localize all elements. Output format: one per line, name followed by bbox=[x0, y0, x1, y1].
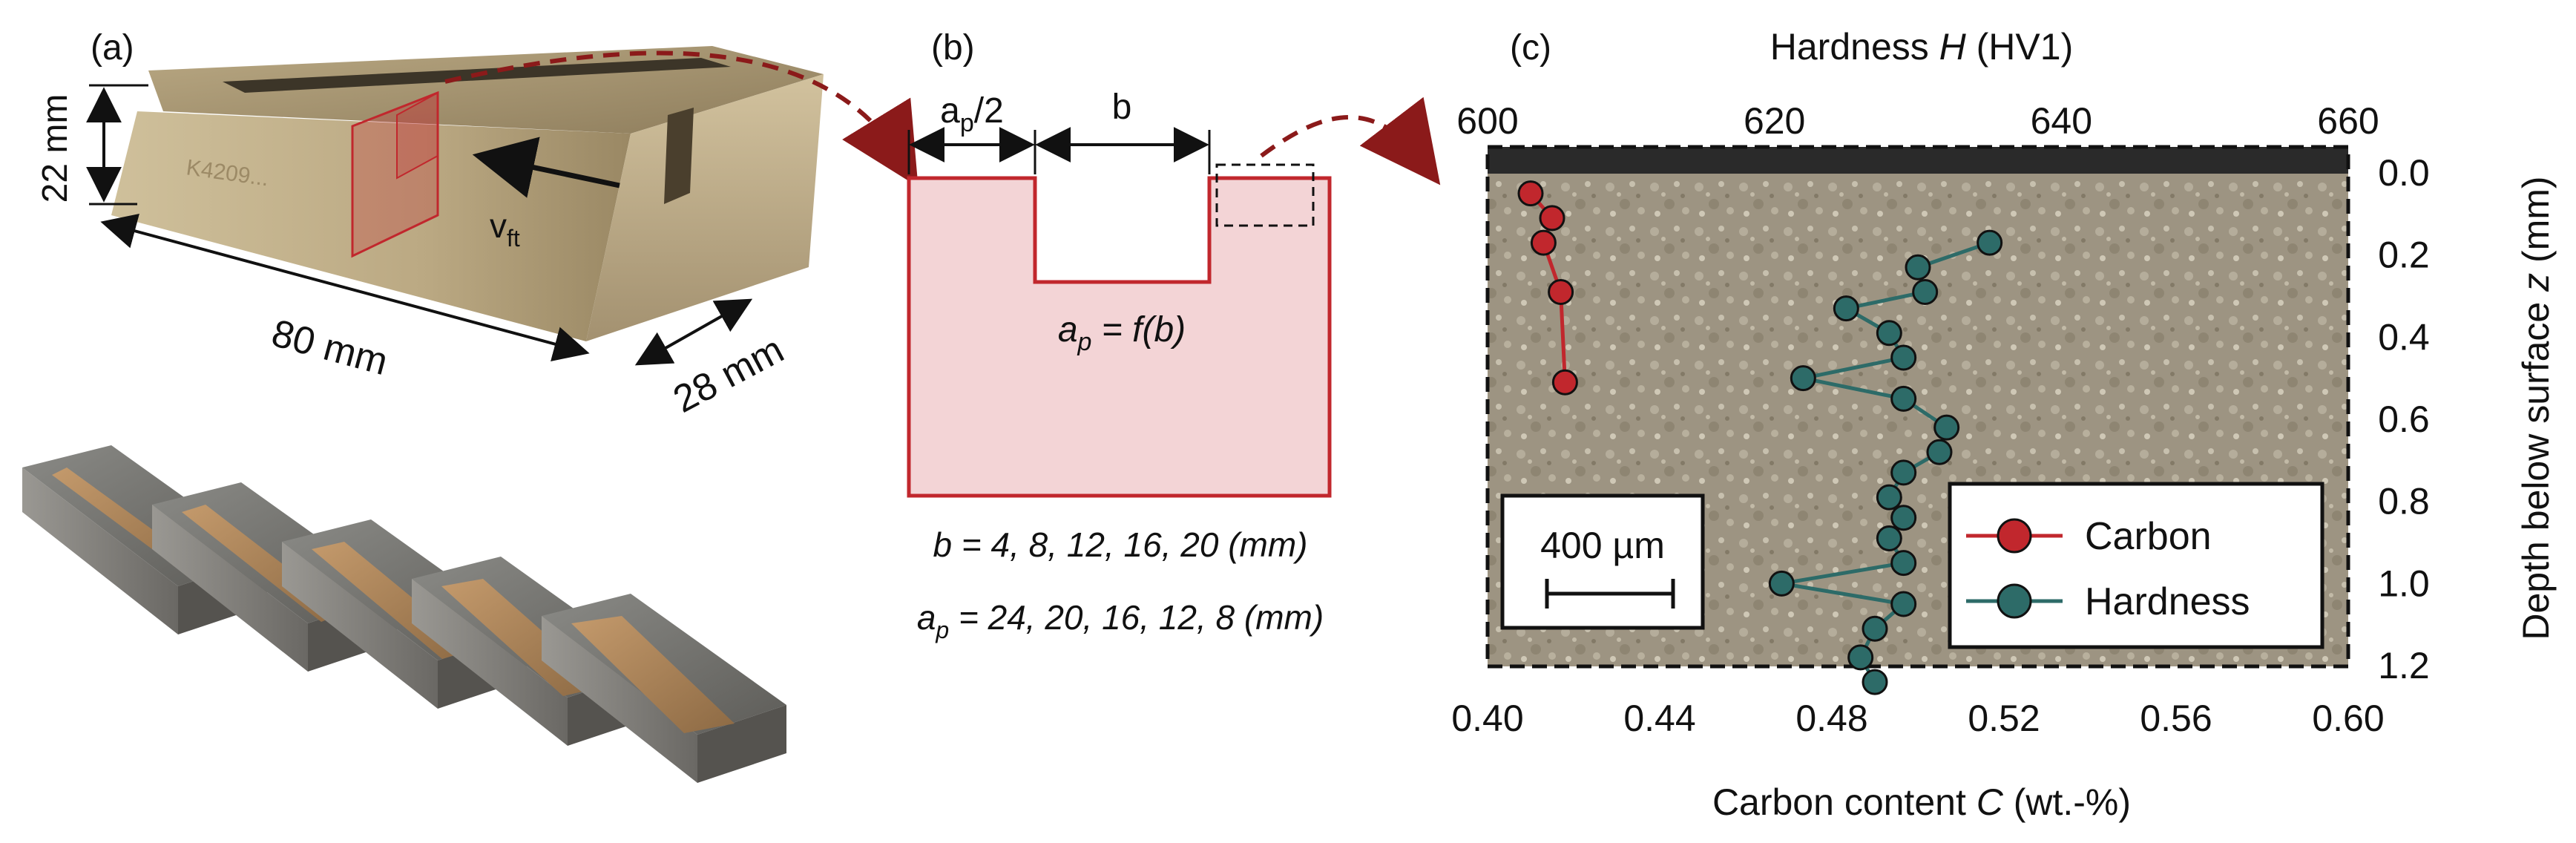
specimen-row-photo bbox=[22, 445, 786, 783]
data-point-hardness bbox=[1790, 365, 1816, 392]
panel-b: (b) ap/2 b ap = f(b) b = 4, 8, 12, 16, 2… bbox=[907, 28, 1332, 643]
cross-section bbox=[907, 176, 1332, 498]
top-axis-title: Hardness H (HV1) bbox=[1770, 26, 2073, 68]
bottom-tick-label: 0.48 bbox=[1795, 698, 1867, 739]
right-tick-label: 0.6 bbox=[2378, 398, 2430, 440]
ap-values: ap = 24, 20, 16, 12, 8 (mm) bbox=[917, 598, 1324, 643]
plot-frame bbox=[1485, 145, 2350, 669]
arrow-b-to-c bbox=[1260, 96, 1441, 186]
series-layer bbox=[1517, 180, 2003, 695]
data-point-hardness bbox=[1926, 439, 1953, 465]
right-tick-label: 0.0 bbox=[2378, 152, 2430, 194]
data-point-hardness bbox=[1890, 385, 1917, 412]
data-point-carbon bbox=[1551, 369, 1578, 396]
data-point-hardness bbox=[1876, 484, 1902, 511]
ap-formula: ap = f(b) bbox=[1058, 310, 1186, 356]
surface-layer bbox=[1488, 147, 2348, 174]
data-point-hardness bbox=[1890, 459, 1917, 486]
brass-specimen-photo: K4209... bbox=[111, 46, 824, 341]
panel-c-label: (c) bbox=[1510, 28, 1551, 68]
data-point-carbon bbox=[1548, 278, 1574, 305]
bottom-axis-ticks: 0.40 0.44 0.48 0.52 0.56 0.60 bbox=[1451, 698, 2384, 739]
ap-half-label: ap/2 bbox=[940, 91, 1004, 137]
top-axis-ticks: 600 620 640 660 bbox=[1456, 100, 2379, 142]
data-point-hardness bbox=[1912, 278, 1939, 305]
b-label: b bbox=[1112, 88, 1132, 127]
top-tick-label: 640 bbox=[2031, 100, 2092, 142]
right-tick-label: 1.0 bbox=[2378, 562, 2430, 604]
data-point-carbon bbox=[1517, 180, 1544, 207]
b-values: b = 4, 8, 12, 16, 20 (mm) bbox=[933, 525, 1308, 564]
legend-label-hardness: Hardness bbox=[2085, 580, 2250, 623]
data-point-hardness bbox=[1876, 525, 1902, 551]
data-point-hardness bbox=[1862, 615, 1888, 642]
right-tick-label: 0.8 bbox=[2378, 481, 2430, 522]
data-point-hardness bbox=[1890, 505, 1917, 531]
data-point-hardness bbox=[1905, 254, 1931, 281]
data-point-hardness bbox=[1768, 570, 1795, 597]
data-point-hardness bbox=[1977, 229, 2003, 256]
data-point-hardness bbox=[1890, 344, 1917, 371]
legend-marker-carbon bbox=[1997, 518, 2032, 554]
height-dimension: 22 mm bbox=[36, 84, 148, 206]
legend-label-carbon: Carbon bbox=[2085, 515, 2212, 558]
right-tick-label: 0.2 bbox=[2378, 234, 2430, 276]
bottom-tick-label: 0.60 bbox=[2312, 698, 2384, 739]
specimen-block bbox=[542, 594, 786, 783]
length-label: 80 mm bbox=[267, 312, 392, 384]
feed-arrow bbox=[472, 137, 620, 198]
panel-a: (a) K4209... vft 22 bbox=[22, 28, 824, 783]
data-point-hardness bbox=[1890, 591, 1917, 617]
bottom-tick-label: 0.56 bbox=[2140, 698, 2212, 739]
top-tick-label: 600 bbox=[1456, 100, 1518, 142]
data-point-hardness bbox=[1862, 669, 1888, 695]
data-point-carbon bbox=[1530, 229, 1557, 256]
scale-bar-label: 400 µm bbox=[1540, 525, 1665, 566]
arrow-a-to-b bbox=[444, 50, 919, 187]
panel-a-label: (a) bbox=[91, 28, 134, 68]
width-dimension: 28 mm bbox=[634, 298, 791, 422]
right-tick-label: 0.4 bbox=[2378, 316, 2430, 358]
top-tick-label: 620 bbox=[1744, 100, 1805, 142]
right-axis-title: Depth below surface z (mm) bbox=[2515, 176, 2557, 640]
top-tick-label: 660 bbox=[2317, 100, 2379, 142]
data-point-hardness bbox=[1933, 414, 1960, 441]
width-label: 28 mm bbox=[666, 328, 791, 422]
height-label: 22 mm bbox=[36, 94, 75, 203]
bottom-tick-label: 0.52 bbox=[1968, 698, 2040, 739]
right-axis-ticks: 0.0 0.2 0.4 0.6 0.8 1.0 1.2 bbox=[2378, 152, 2430, 686]
data-point-hardness bbox=[1833, 295, 1859, 322]
right-tick-label: 1.2 bbox=[2378, 645, 2430, 686]
legend: Carbon Hardness bbox=[1948, 482, 2324, 649]
bottom-tick-label: 0.44 bbox=[1623, 698, 1695, 739]
legend-marker-hardness bbox=[1997, 583, 2032, 619]
data-point-hardness bbox=[1890, 550, 1917, 577]
panel-b-label: (b) bbox=[931, 28, 975, 68]
data-point-hardness bbox=[1847, 644, 1874, 671]
bottom-tick-label: 0.40 bbox=[1451, 698, 1523, 739]
data-point-hardness bbox=[1876, 320, 1902, 347]
bottom-axis-title: Carbon content C (wt.-%) bbox=[1712, 781, 2131, 823]
scale-bar: 400 µm bbox=[1500, 493, 1705, 630]
data-point-carbon bbox=[1539, 205, 1565, 232]
detail-box bbox=[1215, 163, 1315, 227]
